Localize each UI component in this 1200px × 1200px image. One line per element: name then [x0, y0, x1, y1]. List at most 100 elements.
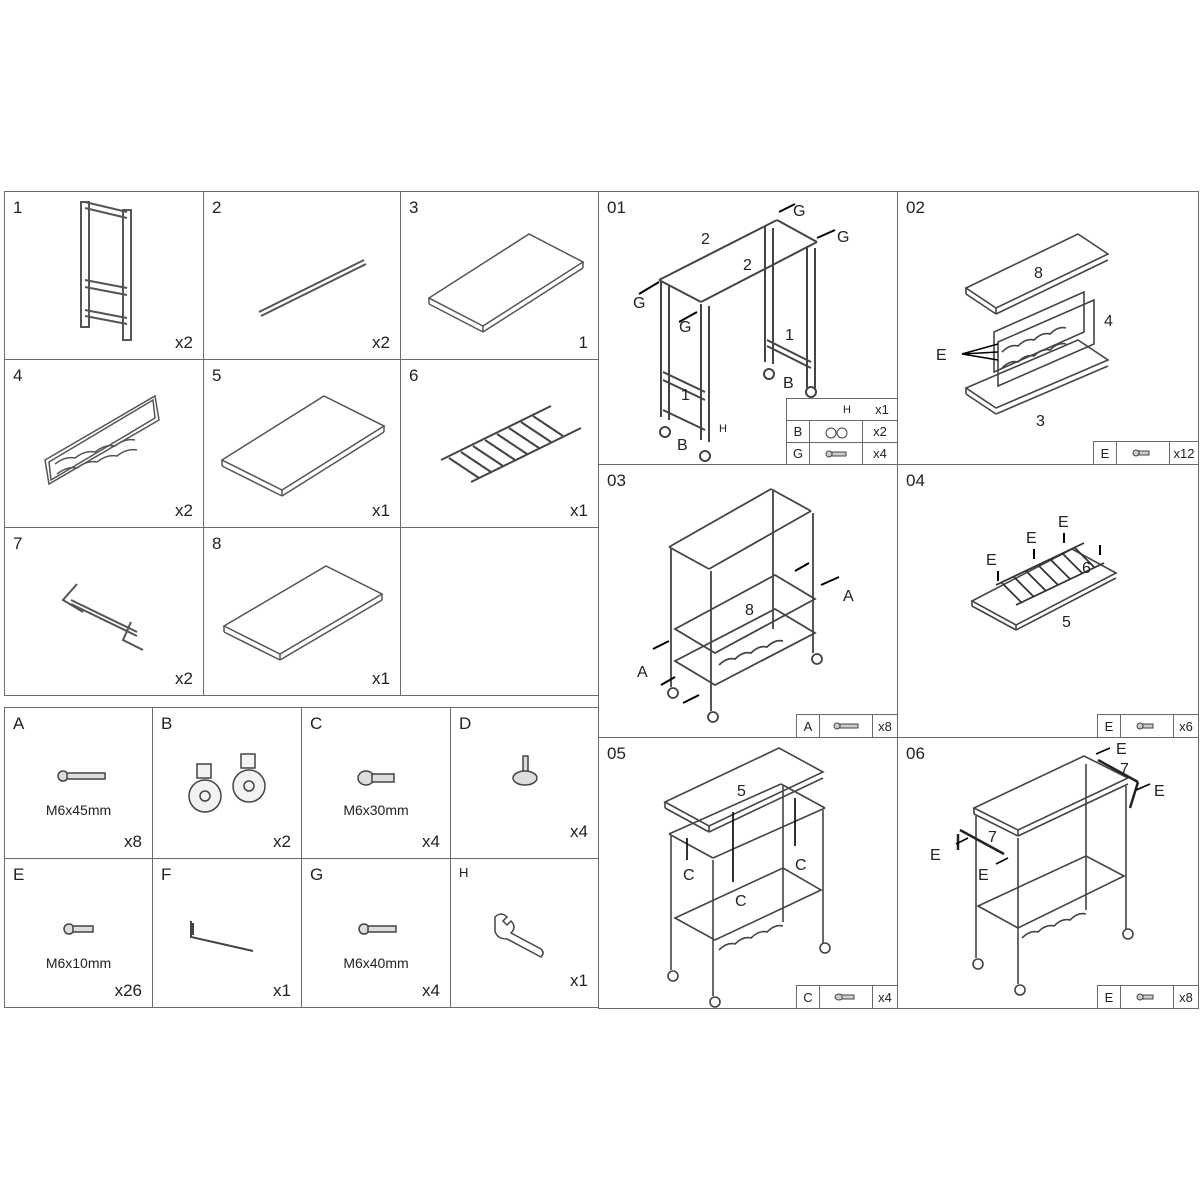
hardware-letter: B [161, 714, 173, 733]
hardware-letter: G [310, 865, 324, 884]
part-number: 5 [212, 366, 222, 385]
hardware-size: M6x45mm [45, 802, 112, 818]
hardware-quantity: x26 [114, 981, 142, 1000]
part-cell-8: 8 x1 [203, 527, 401, 696]
step04-label-e-top: E [1058, 514, 1069, 531]
hardware-quantity: x8 [1179, 989, 1193, 1005]
part-quantity: x2 [175, 669, 193, 688]
step01-label-g-left: G [633, 295, 645, 312]
hardware-letter: G [787, 443, 810, 464]
step01-hardware-table: H x1 B x2 G x4 [786, 398, 897, 464]
hardware-letter: E [1094, 442, 1117, 464]
step01-label-h: H [719, 423, 727, 435]
short-bolt-icon [63, 923, 94, 935]
part-quantity: x2 [175, 501, 193, 520]
crossbar-rod-icon [258, 259, 367, 317]
hardware-letter: C [797, 986, 820, 1008]
step04-label-e-left: E [986, 552, 997, 569]
hardware-size: M6x30mm [343, 802, 409, 818]
part-cell-2: 2 x2 [203, 191, 401, 360]
step03-label-a-left: A [637, 664, 648, 681]
step02-hardware-footer: E x12 [1093, 441, 1198, 464]
step-cell-02: 02 8 4 E 3 E x12 [897, 191, 1199, 465]
hardware-cell-c: C M6x30mm x4 [301, 707, 451, 859]
frame-assembly-diagram: 2 2 G G G G 1 1 B B H [633, 203, 849, 462]
part-cell-7: 7 x2 [4, 527, 204, 696]
part-number: 6 [409, 366, 419, 385]
step06-label-e-left: E [930, 847, 941, 864]
hardware-quantity: x1 [273, 981, 291, 1000]
step05-label-five: 5 [737, 783, 746, 800]
step02-label-three: 3 [1036, 413, 1045, 430]
step-number: 02 [906, 198, 925, 217]
part-cell-4: 4 x2 [4, 359, 204, 528]
glass-rack-icon [440, 405, 582, 483]
hardware-quantity: x6 [1179, 718, 1193, 734]
step-number: 05 [607, 744, 626, 763]
step03-label-a-right: A [843, 588, 854, 605]
part-cell-1: 1 x2 [4, 191, 204, 360]
wine-rack-assembly-diagram: 8 4 E 3 [936, 233, 1113, 430]
hardware-quantity: x12 [1173, 445, 1195, 461]
hardware-letter: A [13, 714, 25, 733]
step05-hardware-footer: C x4 [796, 985, 897, 1008]
step01-label-b-left: B [677, 437, 688, 454]
step06-label-e-top: E [1116, 741, 1127, 758]
wine-rack-panel-icon [44, 394, 160, 486]
part-quantity: x1 [372, 501, 390, 520]
step03-hardware-footer: A x8 [796, 714, 897, 737]
tool-quantity: x1 [875, 402, 889, 417]
part-number: 3 [409, 198, 419, 217]
part-cell-3: 3 1 [400, 191, 599, 360]
step-number: 03 [607, 471, 626, 490]
step02-label-four: 4 [1104, 313, 1113, 330]
allen-key-icon [190, 921, 254, 952]
hardware-letter: E [13, 865, 25, 884]
step01-label-two-a: 2 [701, 231, 710, 248]
bolt-icon [810, 443, 863, 464]
side-frame-icon [80, 201, 132, 341]
step-cell-04: 04 E E E 6 5 E x6 [897, 464, 1199, 738]
towel-bar-icon [61, 583, 144, 651]
step06-label-seven-top: 7 [1120, 761, 1129, 778]
caster-wheel-icon [810, 421, 863, 442]
hardware-cell-g: G M6x40mm x4 [301, 858, 451, 1008]
screw-icon [357, 770, 395, 786]
part-number: 4 [13, 366, 23, 385]
towel-bar-assembly-diagram: E E E E 7 7 [930, 741, 1165, 996]
part-number: 8 [212, 534, 222, 553]
step01-label-one-left: 1 [681, 387, 690, 404]
step05-label-c-right: C [795, 857, 807, 874]
step02-label-eight: 8 [1034, 265, 1043, 282]
step06-label-e-lower: E [978, 867, 989, 884]
part-number: 7 [13, 534, 23, 553]
step01-label-b-right: B [783, 375, 794, 392]
step04-label-e-mid: E [1026, 530, 1037, 547]
short-bolt-icon [1121, 715, 1174, 737]
step-cell-03: 03 8 A A A x8 [598, 464, 898, 738]
step-cell-05: 05 5 C C C C x4 [598, 737, 898, 1009]
middle-shelf-assembly-diagram: 8 A A [637, 488, 854, 723]
part-number: 1 [13, 198, 23, 217]
hardware-quantity: x4 [570, 822, 588, 841]
hardware-quantity: x8 [124, 832, 142, 851]
part-quantity: 1 [578, 333, 588, 352]
hardware-letter: F [161, 865, 172, 884]
hardware-letter: D [459, 714, 472, 733]
hardware-quantity: x2 [273, 832, 291, 851]
step05-label-c-mid: C [735, 893, 747, 910]
step-cell-06: 06 E E E E 7 7 E x8 [897, 737, 1199, 1009]
step01-label-g-top-right: G [793, 203, 805, 220]
step-number: 06 [906, 744, 925, 763]
part-cell-empty [400, 527, 599, 696]
part-cell-5: 5 x1 [203, 359, 401, 528]
step02-label-e: E [936, 347, 947, 364]
hardware-quantity: x8 [878, 718, 892, 734]
step06-hardware-footer: E x8 [1097, 985, 1198, 1008]
part-cell-6: 6 x1 [400, 359, 599, 528]
hardware-cell-h: H x1 [450, 858, 599, 1008]
top-shelf-assembly-diagram: 5 C C C [663, 747, 831, 1008]
bolt-icon [358, 923, 397, 935]
step05-label-c-left: C [683, 867, 695, 884]
hardware-letter: A [797, 715, 820, 737]
